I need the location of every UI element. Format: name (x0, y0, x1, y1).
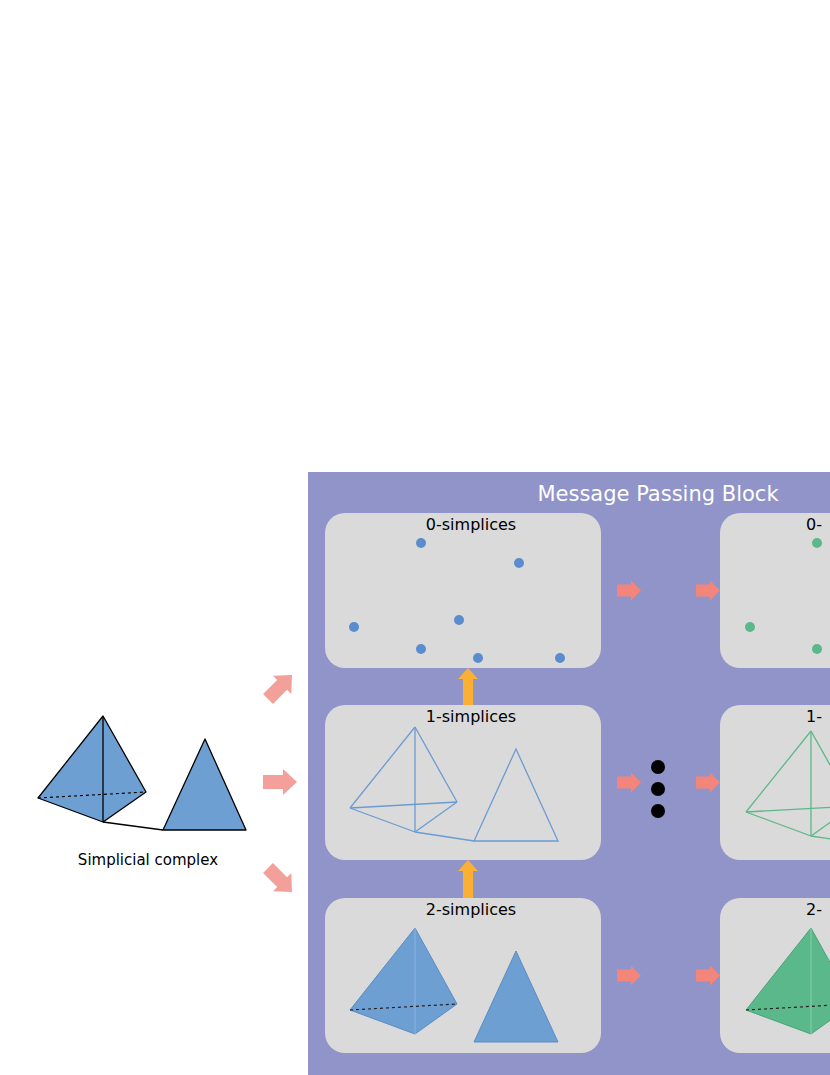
block-panel: Message Passing Block 0-simplices 1-simpli… (308, 472, 830, 1075)
boundary-arrow (458, 668, 478, 705)
simplicial-complex-figure (38, 716, 246, 830)
arrow-shape (696, 773, 720, 793)
arrow-shape (617, 773, 641, 793)
update-arrow (617, 966, 720, 986)
box-ground (720, 513, 830, 668)
update-arrow (617, 581, 720, 601)
simplex-box: 1- (720, 705, 830, 860)
box-ground (325, 513, 601, 668)
box-title: 0- (806, 516, 822, 534)
arrow-shape (696, 581, 720, 601)
block-title: Message Passing Block (537, 481, 778, 507)
input-arrow (259, 666, 301, 901)
box-ground (325, 898, 601, 1053)
box-title: 1-simplices (325, 708, 617, 726)
edge-wireframe (746, 731, 830, 845)
arrow-shape (617, 966, 641, 986)
arrow-shape (458, 860, 478, 898)
box-title: 2- (806, 901, 822, 919)
face-solids (350, 928, 558, 1042)
simplex-box: 1-simplices (325, 705, 617, 860)
simplex-box: 0- (720, 513, 830, 668)
ellipsis-dots (651, 760, 665, 818)
figure-caption: Simplicial complex (78, 851, 218, 869)
box-ground (720, 898, 830, 1053)
simplex-box: 0-simplices (325, 513, 617, 668)
edge-wireframe (350, 727, 558, 841)
boundary-arrow (458, 860, 478, 898)
simplex-box: 2-simplices (325, 898, 617, 1053)
arrow-shape (617, 581, 641, 601)
simplex-box: 2- (720, 898, 830, 1053)
box-ground (325, 705, 601, 860)
box-title: 0-simplices (325, 516, 617, 534)
vertex-dots (349, 538, 565, 663)
update-arrow (617, 773, 720, 793)
box-title: 2-simplices (325, 901, 617, 919)
face-solids (746, 928, 830, 1042)
vertex-dots (745, 538, 830, 663)
arrow-shape (696, 966, 720, 986)
box-title: 1- (806, 708, 822, 726)
arrow-shape (458, 668, 478, 705)
box-ground (720, 705, 830, 860)
